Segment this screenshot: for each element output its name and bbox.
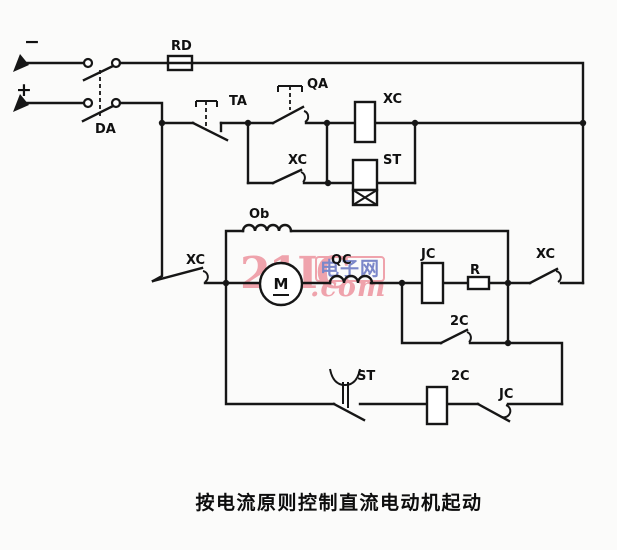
current-relay-coil-label: JC: [420, 247, 435, 262]
plus-arrow-icon: [13, 94, 29, 112]
st-delay-cup: [329, 368, 361, 387]
holding-contact-xc: XC: [271, 153, 307, 185]
figure-caption: 按电流原则控制直流电动机起动: [195, 492, 483, 514]
knife-switch-da: DA: [81, 57, 122, 137]
supply-plus-terminal: +: [13, 79, 86, 112]
field-winding-label: Ob: [249, 207, 269, 222]
ob-inductor: [241, 223, 293, 233]
bus-wires: [118, 61, 585, 406]
xc-hold-blade: [271, 168, 303, 185]
series-coil-label: QC: [331, 253, 352, 268]
time-relay-coil-st: ST: [351, 153, 401, 207]
time-relay-coil-label: ST: [383, 153, 401, 168]
start-button-qa: QA: [271, 77, 328, 125]
supply-minus-terminal: −: [13, 31, 86, 72]
contactor-coil-xc: XC: [353, 92, 402, 144]
fuse-label: RD: [171, 39, 192, 54]
c2-hook: [466, 331, 472, 343]
current-relay-coil-jc: JC: [420, 247, 445, 305]
ta-blade: [191, 121, 229, 142]
watermark-site-box: 电子网: [315, 256, 386, 282]
relay-contact-jc: JC: [476, 387, 513, 423]
st-delay-box-x: [352, 189, 378, 206]
jc-hook: [501, 404, 512, 419]
time-contact-st: ST: [329, 368, 375, 422]
c2-blade: [439, 328, 469, 345]
accel-contact-label: 2C: [450, 314, 469, 329]
junction-dots: [158, 119, 587, 347]
series-coil-qc: QC: [328, 253, 374, 285]
fuse-rd: RD: [166, 39, 194, 72]
holding-contact-label: XC: [288, 153, 307, 168]
watermark: 21IC 电子网 .com: [240, 250, 420, 310]
accel-contact-2c: 2C: [439, 314, 472, 345]
minus-label: −: [24, 31, 40, 53]
main-contact-xc-left: XC: [151, 253, 209, 283]
contactor-coil-label: XC: [383, 92, 402, 107]
minus-arrow-icon: [13, 54, 29, 72]
accel-coil-label: 2C: [451, 369, 470, 384]
resistor-r: R: [466, 263, 491, 291]
plus-label: +: [16, 79, 32, 101]
accel-coil-2c: 2C: [425, 369, 470, 426]
field-winding-ob: Ob: [241, 207, 293, 233]
time-contact-label: ST: [357, 369, 375, 384]
xc-right-blade: [528, 267, 559, 285]
main-contact-right-label: XC: [536, 247, 555, 262]
knife-switch-label: DA: [95, 122, 116, 137]
st-blade: [332, 402, 366, 422]
knife-blade-plus: [81, 104, 115, 123]
jc-blade: [476, 402, 511, 423]
main-contact-left-label: XC: [186, 253, 205, 268]
knife-blade-minus: [82, 64, 115, 82]
xc-left-hook: [202, 270, 209, 283]
qa-hook: [303, 110, 310, 123]
main-contact-xc-right: XC: [528, 247, 562, 285]
xc-hold-hook: [300, 171, 306, 183]
qa-blade: [271, 105, 305, 125]
resistor-label: R: [470, 263, 480, 278]
xc-right-hook: [555, 270, 562, 283]
stop-button-ta: TA: [191, 94, 247, 142]
stop-button-label: TA: [229, 94, 247, 109]
relay-contact-label: JC: [498, 387, 513, 402]
start-button-label: QA: [307, 77, 328, 92]
qc-inductor: [328, 274, 374, 285]
xc-left-blade: [151, 266, 204, 283]
motor-m: M: [258, 261, 304, 307]
motor-label: M: [274, 275, 289, 293]
motor-circle: [258, 261, 304, 307]
